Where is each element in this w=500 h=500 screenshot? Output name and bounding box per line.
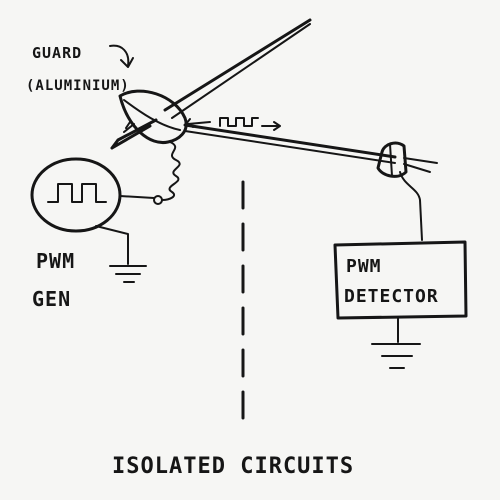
guard-probe-stub [110,118,158,150]
pwm-generator-output-lead [119,195,155,199]
guard-label: GUARD [32,44,82,62]
detector-probe-clip [376,141,408,178]
pwm-detector-box [333,240,468,320]
pwm-detector-label-line2: DETECTOR [344,286,439,307]
double-arrow-icon [185,118,211,128]
pwm-generator-waveform-icon [47,183,107,203]
pwm-generator-ground-lead [95,225,129,265]
detector-probe-end [403,157,438,173]
pwm-detector-label: PWM [346,256,382,277]
detector-probe-lead [399,171,423,241]
detector-ground-icon [371,343,421,369]
detector-probe-clip-seam [389,143,393,177]
coiled-lead [161,141,181,201]
pwm-generator-output-terminal [153,195,163,205]
guard-pointer-arrow-icon [109,44,134,68]
signal-wire [183,123,397,159]
guard-material-label: (ALUMINIUM) [26,78,130,94]
upper-wire-edge [171,23,311,119]
diagram-caption: ISOLATED CIRCUITS [112,454,354,479]
ground-icon [109,265,147,283]
signal-wire-edge [184,130,396,164]
signal-direction-arrow-icon [261,121,281,131]
pwm-generator-body [30,157,122,233]
pwm-generator-label-line2: GEN [32,287,71,311]
pwm-generator-label: PWM [36,249,75,273]
square-wave-icon [219,117,259,127]
guard-dish-rim [123,99,181,131]
upper-wire [163,18,312,112]
guard-probe-tip [123,121,135,133]
